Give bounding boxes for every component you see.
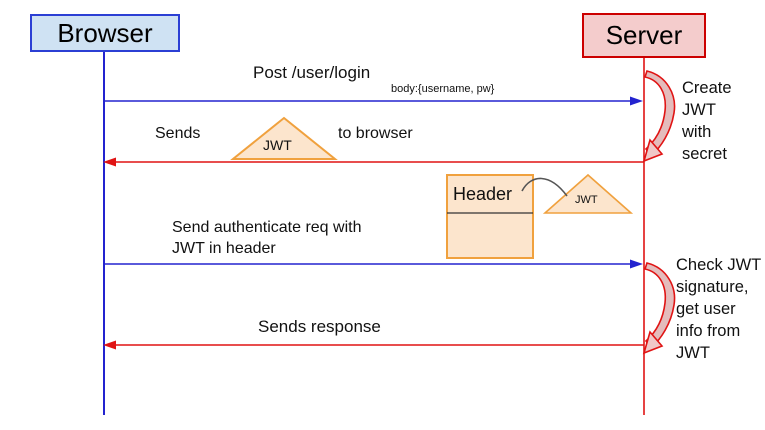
jwt-triangle-icon: [230, 116, 338, 160]
actor-server: Server: [582, 13, 706, 58]
annotation-check-jwt: Check JWT signature, get user info from …: [676, 256, 761, 362]
header-note-title: Header: [453, 184, 513, 204]
self-call-arrow-check-jwt: [643, 262, 676, 350]
annotation-create-jwt: Create JWT with secret: [682, 79, 732, 163]
jwt-mini-triangle-label: JWT: [575, 194, 598, 206]
arrowhead-right-icon: [630, 96, 643, 106]
arrowhead-left-icon: [103, 157, 116, 167]
self-call-arrow-create-jwt: [643, 70, 676, 158]
jwt-mini-triangle-icon: [542, 173, 634, 214]
header-note-box: [446, 174, 534, 259]
message-label-post-login: Post /user/login: [253, 63, 371, 82]
self-call-arrowhead-icon: [642, 138, 664, 163]
actor-browser: Browser: [30, 14, 180, 52]
actor-browser-label: Browser: [57, 17, 153, 48]
jwt-triangle-label: JWT: [263, 137, 292, 153]
message-label-response: Sends response: [258, 317, 381, 336]
message-label-to-browser: to browser: [338, 125, 413, 142]
actor-server-label: Server: [605, 20, 683, 50]
arrowhead-right-icon: [630, 259, 643, 269]
self-call-arrowhead-icon: [642, 330, 664, 355]
message-label-authenticate: Send authenticate req with JWT in header: [172, 219, 362, 257]
header-to-jwt-connector: [521, 177, 568, 197]
arrowhead-left-icon: [103, 340, 116, 350]
message-label-sends: Sends: [155, 125, 201, 142]
message-body-annotation: body:{username, pw}: [391, 83, 495, 95]
